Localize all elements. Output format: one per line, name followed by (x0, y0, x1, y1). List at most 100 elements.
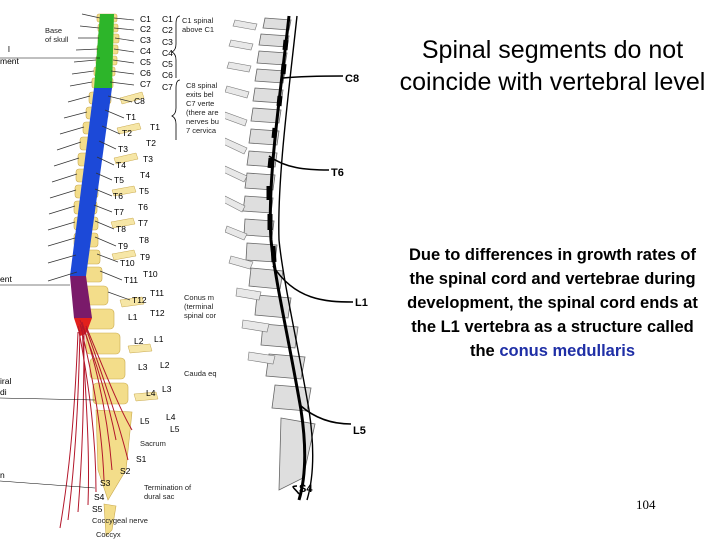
nerve-label-t7: T7 (114, 207, 124, 217)
conus-note-3: spinal cor (184, 311, 217, 320)
cut-label-4: iral (0, 376, 11, 386)
conus-note-1: Conus m (184, 293, 214, 302)
vertebra-label-c7: C7 (162, 82, 173, 92)
coccyx-note: Coccyx (96, 530, 121, 539)
nerve-label-c8: C8 (134, 96, 145, 106)
nerve-label-s5: S5 (92, 504, 103, 514)
c8-note-3: C7 verte (186, 99, 214, 108)
termination-note-1: Termination of (144, 483, 192, 492)
vertebra-label-t10: T10 (143, 269, 158, 279)
nerve-label-t10: T10 (120, 258, 135, 268)
nerve-label-c6: C6 (140, 68, 151, 78)
vertebra-label-t1: T1 (150, 122, 160, 132)
page-number: 104 (636, 497, 656, 512)
vertebra-label-c4: C4 (162, 48, 173, 58)
vertebra-label-t11: T11 (150, 288, 164, 298)
c8-note-4: (there are (186, 108, 219, 117)
mid-label-l1: L1 (355, 297, 368, 309)
c1-note-2: above C1 (182, 25, 214, 34)
nerve-label-t1: T1 (126, 112, 136, 122)
nerve-label-t8: T8 (116, 224, 126, 234)
c8-note-1: C8 spinal (186, 81, 218, 90)
nerve-label-t5: T5 (114, 175, 124, 185)
spinal-nerve-lines (47, 13, 101, 282)
spinal-nerves-illustration: l ment ent iral di n Base of skull C1 sp… (0, 13, 219, 539)
lateral-spine-illustration: C8 T6 L1 L5 S4 (225, 15, 368, 501)
c8-note-6: 7 cervica (186, 126, 217, 135)
vertebra-label-c1: C1 (162, 14, 173, 24)
nerve-label-l1: L1 (128, 312, 138, 322)
vertebra-label-t7: T7 (138, 218, 148, 228)
vertebra-label-t9: T9 (140, 252, 150, 262)
c8-note-2: exits bel (186, 90, 214, 99)
vertebra-label-t6: T6 (138, 202, 148, 212)
cut-label-2: ment (0, 56, 20, 66)
vertebra-label-c6: C6 (162, 70, 173, 80)
vertebra-label-t5: T5 (139, 186, 149, 196)
termination-note-2: dural sac (144, 492, 175, 501)
nerve-label-c3: C3 (140, 35, 151, 45)
coccygeal-note: Coccygeal nerve (92, 516, 148, 525)
nerve-label-s4: S4 (94, 492, 105, 502)
conus-note-2: (terminal (184, 302, 214, 311)
nerve-label-c1: C1 (140, 14, 151, 24)
nerve-label-t6: T6 (113, 191, 123, 201)
slide-title: Spinal segments do not coincide with ver… (399, 36, 706, 96)
nerve-label-l3: L3 (138, 362, 148, 372)
mid-label-l5: L5 (353, 425, 366, 437)
nerve-label-l5: L5 (140, 416, 150, 426)
mid-label-c8: C8 (345, 73, 359, 85)
lateral-nerve-lines (268, 75, 354, 495)
cut-label-3: ent (0, 274, 12, 284)
c8-note-5: nerves bu (186, 117, 219, 126)
vertebra-label-l5: L5 (170, 424, 180, 434)
nerve-label-l4: L4 (146, 388, 156, 398)
sacrum-note: Sacrum (140, 439, 166, 448)
base-skull-line-2: of skull (45, 35, 69, 44)
c1-note-1: C1 spinal (182, 16, 214, 25)
nerve-label-c7: C7 (140, 79, 151, 89)
lateral-spinal-cord (268, 15, 307, 501)
cauda-equina (59, 319, 133, 529)
nerve-label-t11: T11 (124, 275, 138, 285)
nerve-label-s3: S3 (100, 478, 111, 488)
nerve-label-t12: T12 (132, 295, 147, 305)
vertebra-labels: C1C2C3C4C5C6C7T1T2T3T4T5T6T7T8T9T10T11T1… (138, 14, 180, 434)
base-skull-line-1: Base (45, 26, 62, 35)
thoracic-cord (70, 88, 112, 276)
mid-label-t6: T6 (331, 167, 344, 179)
nerve-labels: C1C2C3C4C5C6C7C8T1T2T3T4T5T6T7T8T9T10T11… (92, 14, 156, 514)
vertebra-label-l4: L4 (166, 412, 176, 422)
vertebra-label-l1: L1 (154, 334, 164, 344)
nerve-label-t2: T2 (122, 128, 132, 138)
cervical-cord (94, 14, 114, 88)
body-text: Due to differences in growth rates of th… (400, 243, 705, 363)
nerve-label-s1: S1 (136, 454, 147, 464)
body-text-main: Due to differences in growth rates of th… (407, 246, 698, 360)
vertebra-label-l3: L3 (162, 384, 172, 394)
mid-label-s4: S4 (299, 483, 313, 495)
nerve-label-t3: T3 (118, 144, 128, 154)
vertebra-label-t8: T8 (139, 235, 149, 245)
nerve-label-t4: T4 (116, 160, 126, 170)
vertebra-label-c5: C5 (162, 59, 173, 69)
vertebra-label-t3: T3 (143, 154, 153, 164)
vertebra-label-c3: C3 (162, 37, 173, 47)
vertebra-label-l2: L2 (160, 360, 170, 370)
nerve-label-c2: C2 (140, 24, 151, 34)
nerve-label-c5: C5 (140, 57, 151, 67)
vertebra-label-t4: T4 (140, 170, 150, 180)
cut-label-6: n (0, 470, 5, 480)
nerve-label-t9: T9 (118, 241, 128, 251)
vertebra-label-c2: C2 (162, 25, 173, 35)
cut-label-5: di (0, 387, 7, 397)
lumbar-cord (70, 276, 92, 318)
vertebra-label-t12: T12 (150, 308, 165, 318)
nerve-label-s2: S2 (120, 466, 131, 476)
nerve-label-c4: C4 (140, 46, 151, 56)
nerve-label-l2: L2 (134, 336, 144, 346)
vertebra-label-t2: T2 (146, 138, 156, 148)
cut-label-1: l (8, 44, 10, 54)
cauda-note: Cauda eq (184, 369, 217, 378)
